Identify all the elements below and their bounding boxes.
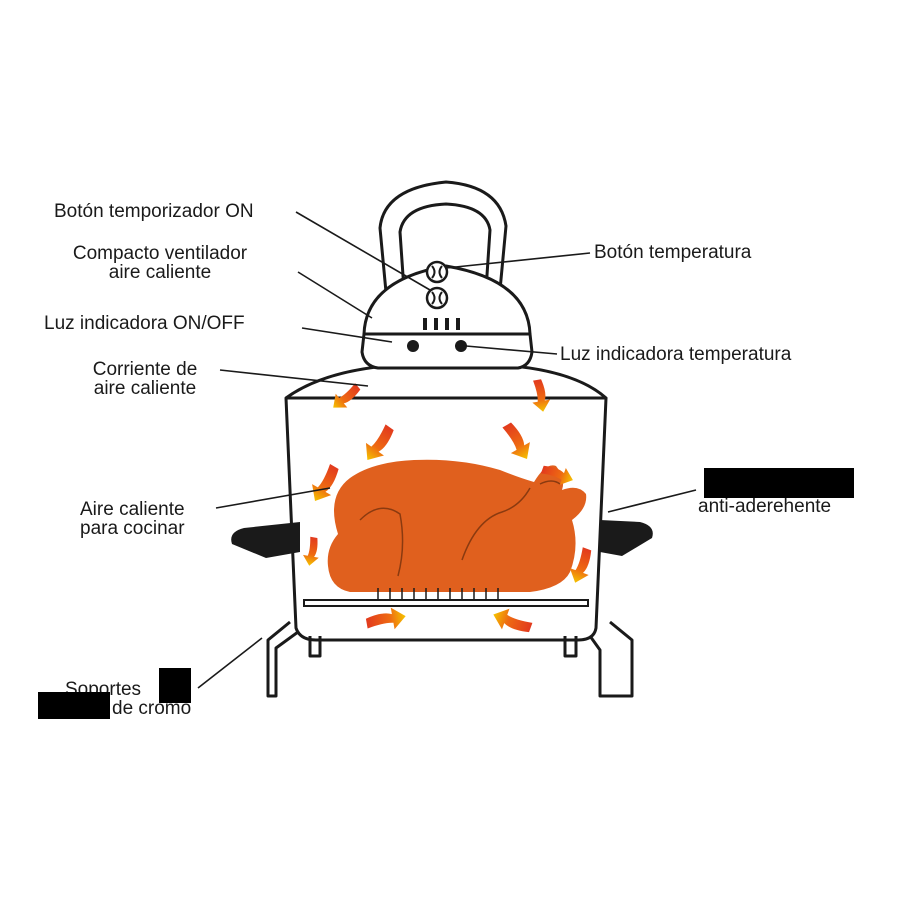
label-cooking-air: Aire caliente para cocinar bbox=[80, 500, 185, 538]
label-power-light: Luz indicadora ON/OFF bbox=[44, 313, 245, 334]
label-cooking-air-line2: para cocinar bbox=[80, 518, 185, 539]
label-hot-air-current-line2: aire caliente bbox=[93, 378, 197, 399]
redaction-box bbox=[159, 668, 191, 703]
label-hot-air-current-line1: Corriente de bbox=[92, 359, 198, 380]
temperature-indicator-light bbox=[455, 340, 467, 352]
side-handles bbox=[231, 520, 653, 558]
timer-knob-icon[interactable] bbox=[425, 286, 449, 310]
hot-air-arrow-icon bbox=[358, 421, 400, 467]
hot-air-arrow-icon bbox=[489, 604, 535, 639]
lid-base bbox=[360, 332, 534, 370]
temperature-knob-icon[interactable] bbox=[425, 260, 449, 284]
label-compact-fan-line2: aire caliente bbox=[108, 262, 212, 283]
cooking-rack bbox=[303, 588, 589, 607]
hot-air-arrow-icon bbox=[497, 419, 537, 465]
power-indicator-light bbox=[407, 340, 419, 352]
label-hot-air-current: Corriente de aire caliente bbox=[70, 360, 220, 398]
label-temperature-button: Botón temperatura bbox=[594, 242, 752, 263]
hot-air-arrow-icon bbox=[301, 536, 323, 568]
right-handle bbox=[600, 520, 653, 556]
label-compact-fan: Compacto ventilador aire caliente bbox=[50, 244, 270, 282]
left-handle bbox=[231, 522, 300, 558]
label-cooking-air-line1: Aire caliente bbox=[80, 499, 185, 520]
label-compact-fan-line1: Compacto ventilador bbox=[72, 243, 248, 264]
vent-slots bbox=[423, 318, 460, 330]
redaction-box bbox=[704, 468, 854, 498]
lid bbox=[360, 180, 534, 370]
label-chrome-stand-line2: de cromo bbox=[112, 698, 192, 719]
chrome-stand bbox=[266, 620, 634, 698]
label-temperature-light: Luz indicadora temperatura bbox=[560, 344, 792, 365]
roast-chicken-icon bbox=[327, 459, 587, 592]
leader-lines bbox=[197, 211, 697, 689]
redaction-box bbox=[38, 692, 110, 719]
hot-air-arrow-icon bbox=[364, 605, 408, 634]
label-nonstick: anti-aderehente bbox=[698, 496, 832, 517]
label-timer-button: Botón temporizador ON bbox=[54, 201, 254, 222]
lid-handle bbox=[378, 180, 508, 294]
